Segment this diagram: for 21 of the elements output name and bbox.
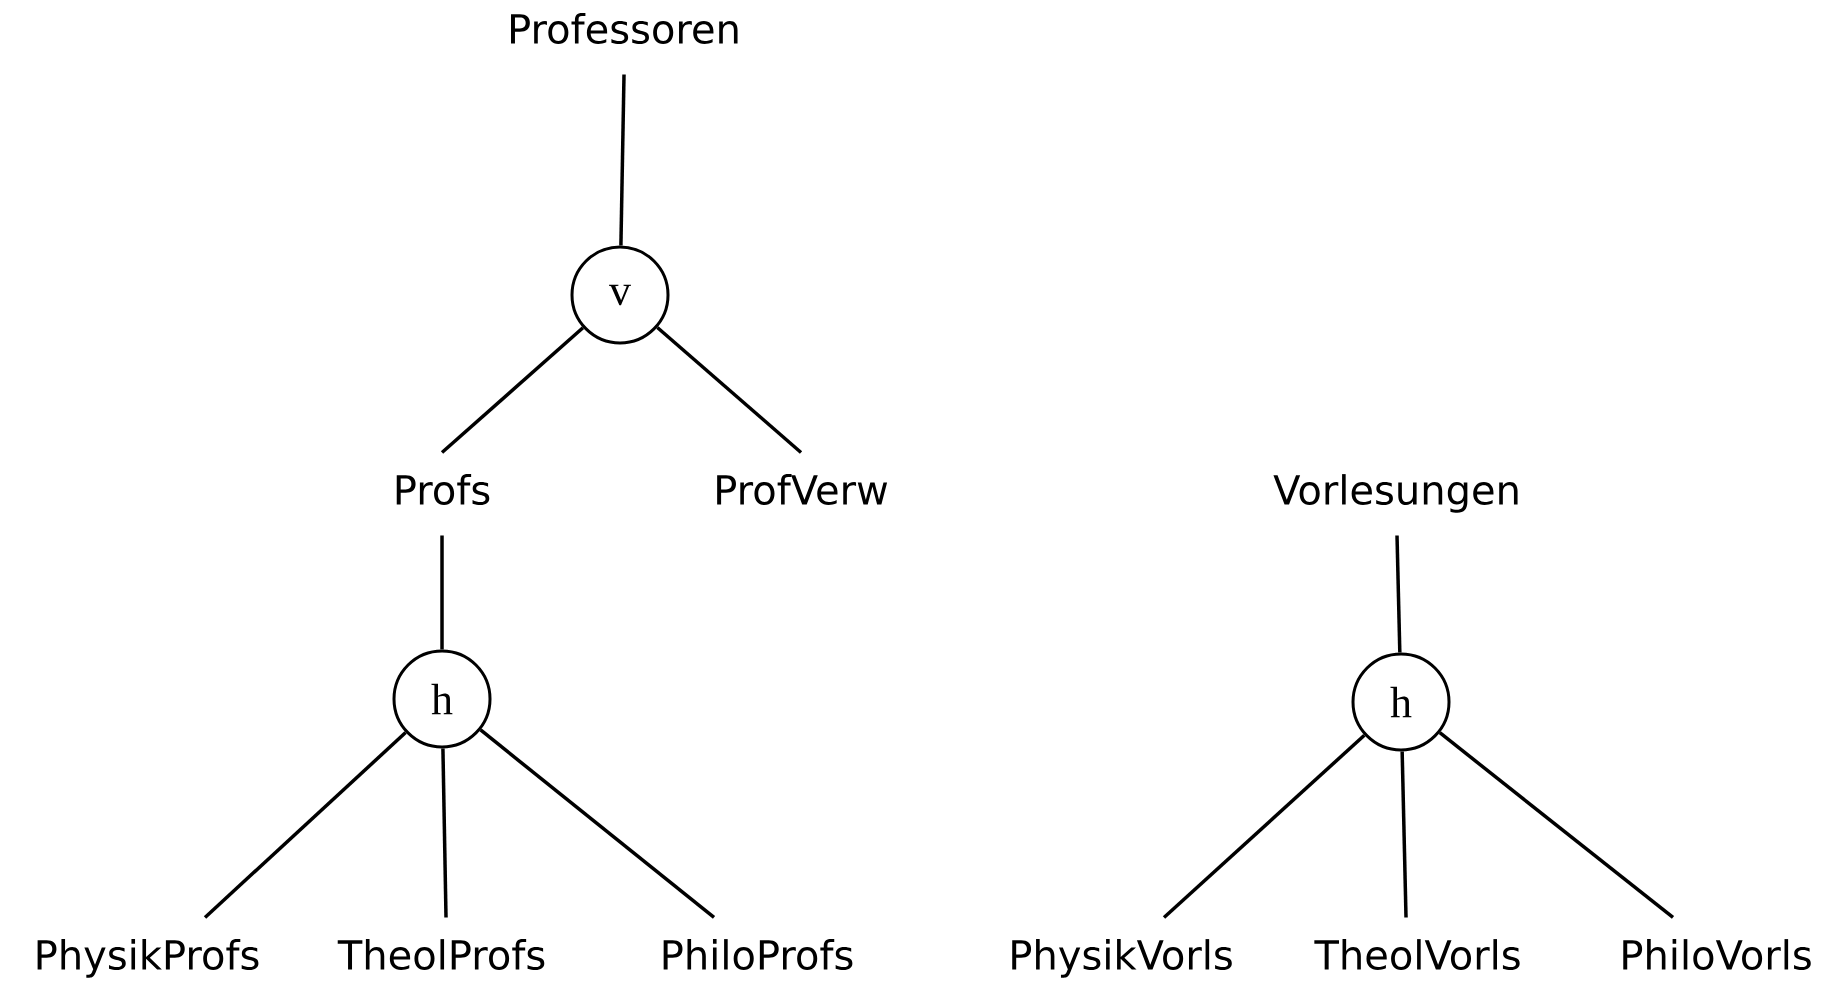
connector-line — [619, 74, 626, 246]
label-text: PhysikProfs — [37, 939, 259, 978]
label-text: PhysikVorls — [1012, 939, 1232, 978]
connector-line — [1400, 751, 1408, 918]
label-text: PhiloVorls — [1623, 939, 1811, 971]
label-text: PhiloProfs — [663, 939, 853, 971]
connector-line — [1438, 731, 1675, 919]
connector-line — [440, 326, 585, 454]
connector-line — [656, 326, 803, 454]
label-text: Professoren — [511, 13, 738, 45]
label-text: Vorlesungen — [1273, 474, 1518, 513]
connector-line — [203, 731, 407, 919]
connector-line — [441, 748, 448, 918]
connector-line — [1395, 535, 1402, 653]
label-text: ProfVerw — [717, 474, 888, 506]
label-text: Profs — [396, 474, 490, 506]
connector-line — [479, 728, 716, 919]
connector-line — [1162, 734, 1366, 919]
connector-line — [440, 535, 444, 650]
label-text: TheolProfs — [337, 939, 545, 971]
label-text: TheolVorls — [1314, 939, 1520, 971]
